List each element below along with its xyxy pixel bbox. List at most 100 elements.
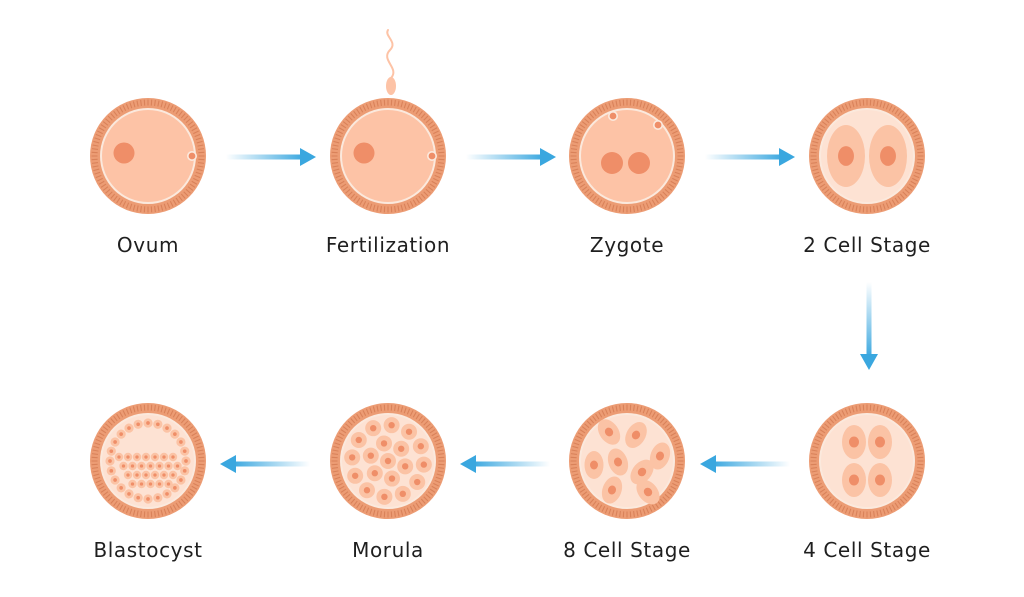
morula-nucleus: [388, 421, 395, 429]
blastocyst-nucleus: [165, 492, 169, 496]
cell-blastocyst: [90, 403, 206, 519]
blastocyst-nucleus: [136, 495, 141, 500]
blastocyst-nucleus: [171, 455, 175, 459]
stage-label-zygote: Zygote: [589, 233, 665, 257]
blastocyst-nucleus: [113, 440, 117, 444]
cytoplasm: [821, 415, 913, 507]
stage-label-blastocyst: Blastocyst: [93, 538, 203, 562]
morula-nucleus: [417, 443, 425, 450]
cytoplasm: [581, 110, 673, 202]
blastocyst-nucleus: [146, 497, 150, 501]
membrane-texture: [331, 99, 445, 213]
arrow-zygote-to-two-cell: [705, 148, 795, 166]
blastocyst-nucleus: [155, 422, 160, 427]
blastocyst-nucleus: [130, 464, 135, 468]
morula-nucleus: [380, 440, 388, 447]
flow-arrows: [220, 148, 878, 473]
morula-nucleus: [363, 487, 371, 494]
blastocyst-nucleus: [109, 468, 114, 473]
blastocyst-nucleus: [127, 492, 131, 496]
blastocyst-nucleus: [130, 482, 135, 486]
blastocyst-nucleus: [182, 468, 187, 473]
blastocyst-nucleus: [139, 482, 144, 486]
morula-nucleus: [401, 463, 409, 470]
morula-nucleus: [355, 436, 362, 444]
blastomere: [869, 125, 907, 187]
stage-cells: [90, 29, 925, 519]
polar-body: [652, 120, 663, 131]
blastocyst-nucleus: [157, 482, 162, 486]
nucleus: [601, 152, 623, 174]
morula-nucleus: [384, 457, 392, 465]
membrane-texture: [810, 99, 924, 213]
arrow-fertilization-to-zygote: [466, 148, 556, 166]
blastomere: [584, 451, 604, 479]
morula-nucleus: [388, 475, 396, 482]
cell-four-cell: [809, 403, 925, 519]
blastocyst-nucleus: [119, 486, 123, 490]
blastocyst-nucleus: [144, 473, 148, 477]
blastocyst-nucleus: [126, 455, 130, 459]
cytoplasm: [342, 110, 434, 202]
nucleus: [113, 142, 135, 164]
blastocyst-nucleus: [126, 473, 130, 477]
blastocyst-nucleus: [119, 432, 123, 436]
morula-nucleus: [351, 472, 359, 479]
blastocyst-nucleus: [175, 464, 180, 468]
blastomere: [842, 463, 866, 497]
blastomere: [649, 442, 671, 470]
polar-body: [607, 111, 618, 122]
blastomere: [597, 419, 621, 445]
morula-nucleus: [398, 445, 405, 452]
blastocyst-nucleus: [109, 449, 114, 454]
blastocyst-nucleus: [173, 432, 177, 436]
blastomere: [625, 421, 647, 449]
nucleus: [628, 152, 650, 174]
blastocyst-nucleus: [162, 473, 166, 477]
blastocyst-nucleus: [162, 455, 166, 459]
arrow-morula-to-blastocyst: [220, 455, 310, 473]
blastocyst-nucleus: [184, 459, 188, 463]
blastocyst-nucleus: [153, 473, 157, 477]
cell-ovum: [90, 98, 206, 214]
morula-nucleus: [381, 493, 388, 501]
blastocyst-nucleus: [113, 478, 117, 482]
blastocyst-nucleus: [139, 464, 144, 468]
blastocyst-nucleus: [165, 426, 169, 430]
membrane-texture: [91, 99, 205, 213]
blastocyst-nucleus: [108, 459, 112, 463]
stage-label-two-cell: 2 Cell Stage: [803, 233, 931, 257]
blastocyst-nucleus: [135, 455, 139, 459]
sperm-icon: [386, 29, 396, 95]
blastomere: [607, 448, 629, 476]
cell-fertilization: [330, 29, 446, 214]
arrow-ovum-to-fertilization: [226, 148, 316, 166]
morula-nucleus: [405, 428, 413, 435]
blastocyst-nucleus: [171, 473, 175, 477]
stage-label-ovum: Ovum: [116, 233, 180, 257]
blastomere: [827, 125, 865, 187]
stage-label-four-cell: 4 Cell Stage: [803, 538, 931, 562]
blastomere: [630, 459, 654, 485]
morula-nucleus: [399, 490, 406, 498]
stage-label-fertilization: Fertilization: [325, 233, 451, 257]
membrane-texture: [810, 404, 924, 518]
blastomere: [636, 479, 660, 505]
blastocyst-nucleus: [173, 486, 177, 490]
blastomere: [601, 476, 623, 504]
blastomere: [868, 425, 892, 459]
morula-nucleus: [371, 470, 378, 477]
blastocyst-nucleus: [155, 495, 160, 500]
morula-nucleus: [348, 454, 356, 461]
blastocyst-nucleus: [153, 455, 157, 459]
blastocyst-nucleus: [127, 426, 131, 430]
blastocyst-nucleus: [179, 440, 183, 444]
membrane-texture: [91, 404, 205, 518]
blastocyst-nucleus: [148, 482, 153, 486]
cytoplasm: [102, 110, 194, 202]
blastocyst-nucleus: [121, 464, 126, 468]
morula-nucleus: [420, 461, 428, 468]
membrane-texture: [570, 99, 684, 213]
blastocyst-nucleus: [135, 473, 139, 477]
blastomere: [868, 463, 892, 497]
